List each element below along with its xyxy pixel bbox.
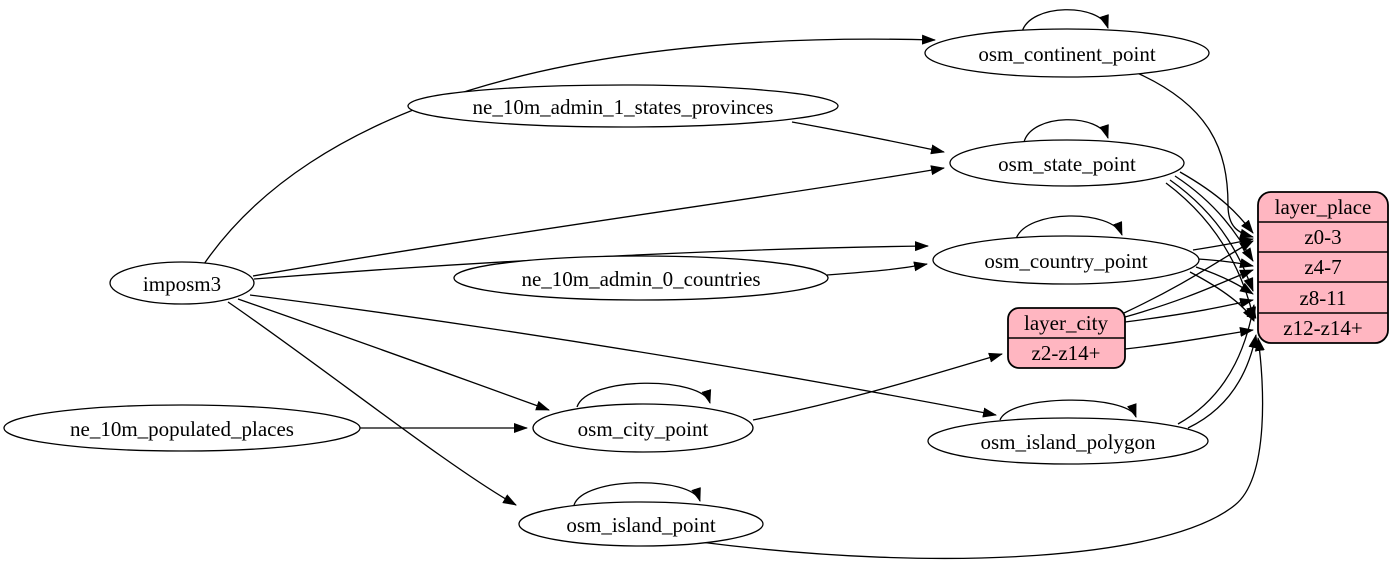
layer-title: layer_city [1024, 311, 1108, 335]
edge-layer_city--layer_place-z12-z14 [1124, 327, 1254, 350]
edge-layer_city--layer_place-z8-11 [1124, 297, 1254, 323]
edge-layer_city--layer_place-z4-7 [1124, 269, 1254, 318]
edge-imposm3--osm_country_point [253, 241, 929, 280]
layer-row-z2-z14: z2-z14+ [1032, 341, 1101, 365]
edge-imposm3--osm_island_point [227, 301, 517, 506]
node-shape [927, 417, 1209, 465]
node-shape [1257, 191, 1389, 344]
edge-imposm3--osm_city_point [237, 298, 550, 411]
self-loop-osm_island_polygon [999, 399, 1137, 421]
node-label: osm_island_polygon [980, 430, 1156, 454]
edge-osm_island_polygon--layer_place-z12-z14 [1187, 334, 1259, 429]
layer-row-z4-7: z4-7 [1304, 255, 1341, 279]
edge-imposm3--osm_island_polygon [249, 294, 997, 418]
edge-osm_state_point--layer_place-z4-7 [1174, 175, 1254, 262]
node-ne_10m_admin_1_states_provinces: ne_10m_admin_1_states_provinces [407, 84, 839, 128]
self-loop-osm_continent_point [1021, 9, 1109, 33]
layer-row-z12-z14: z12-z14+ [1283, 316, 1362, 340]
node-shape [924, 28, 1210, 78]
edge-osm_country_point--layer_place-z8-11 [1195, 266, 1254, 295]
node-label: imposm3 [143, 272, 221, 296]
node-ne_10m_admin_0_countries: ne_10m_admin_0_countries [453, 255, 829, 301]
self-loop-osm_state_point [1023, 119, 1109, 143]
edge-osm_country_point--layer_place-z4-7 [1197, 258, 1254, 268]
node-shape [949, 139, 1185, 187]
edges [203, 9, 1265, 560]
layer-row-z0-3: z0-3 [1304, 225, 1341, 249]
node-shape [518, 501, 764, 547]
edge-osm_city_point--layer_city-z2-z14 [752, 352, 1003, 421]
edge-layer_city--layer_place-z0-3 [1123, 240, 1254, 314]
layer-row-z8-11: z8-11 [1299, 286, 1346, 310]
edge-osm_state_point--layer_place-z0-3 [1179, 171, 1254, 234]
node-label: osm_city_point [578, 417, 709, 441]
edge-imposm3--osm_state_point [252, 165, 945, 277]
node-layer_city: layer_city z2-z14+ [1007, 307, 1126, 369]
layer-title: layer_place [1275, 195, 1372, 219]
node-shape [932, 235, 1200, 285]
node-imposm3: imposm3 [109, 261, 255, 305]
edge-imposm3--osm_continent_point [203, 34, 936, 265]
node-osm_city_point: osm_city_point [532, 403, 754, 453]
node-label: ne_10m_admin_1_states_provinces [473, 95, 774, 119]
node-osm_island_point: osm_island_point [518, 501, 764, 547]
node-layer_place: layer_place z0-3 z4-7 z8-11 z12-z14+ [1257, 191, 1389, 344]
node-label: osm_state_point [998, 152, 1136, 176]
node-osm_continent_point: osm_continent_point [924, 28, 1210, 78]
node-label: osm_continent_point [978, 42, 1155, 66]
node-shape [532, 403, 754, 453]
node-osm_country_point: osm_country_point [932, 235, 1200, 285]
node-label: osm_island_point [566, 513, 716, 537]
node-osm_island_polygon: osm_island_polygon [927, 417, 1209, 465]
node-label: osm_country_point [984, 249, 1147, 273]
edge-osm_island_point--layer_place-z12-z14 [699, 337, 1265, 560]
edge-osm_continent_point--layer_place-z0-3 [1134, 71, 1254, 239]
edge-osm_country_point--layer_place-z12-z14 [1189, 271, 1255, 322]
edge-osm_country_point--layer_place-z0-3 [1192, 237, 1254, 251]
edge-ne_10m_admin_1_states_provinces--osm_state_point [791, 121, 945, 155]
edge-osm_island_polygon--layer_place-z8-11 [1177, 304, 1257, 425]
node-label: ne_10m_populated_places [70, 417, 294, 441]
node-shape [3, 404, 361, 452]
self-loop-osm_island_point [573, 482, 701, 506]
node-label: ne_10m_admin_0_countries [521, 267, 760, 291]
node-shape [453, 255, 829, 301]
self-loop-osm_country_point [1015, 215, 1123, 240]
self-loop-osm_city_point [576, 382, 712, 408]
node-shape [407, 84, 839, 128]
edge-osm_state_point--layer_place-z8-11 [1169, 179, 1254, 292]
node-osm_state_point: osm_state_point [949, 139, 1185, 187]
edge-ne_10m_admin_0_countries--osm_country_point [826, 261, 928, 276]
node-ne_10m_populated_places: ne_10m_populated_places [3, 404, 361, 452]
node-shape [109, 261, 255, 305]
